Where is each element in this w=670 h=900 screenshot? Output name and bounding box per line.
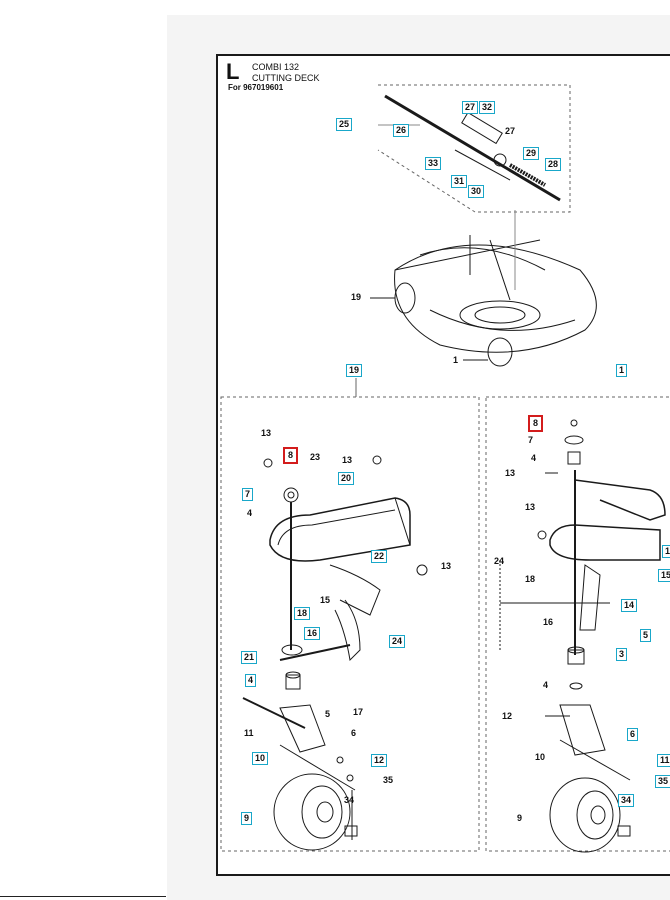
callout-11: 11: [244, 728, 254, 738]
top-detail-box: [377, 84, 571, 213]
callout-26: 26: [393, 124, 410, 137]
section-letter: L: [226, 59, 240, 84]
callout-24: 24: [389, 635, 406, 648]
callout-19: 19: [351, 292, 362, 302]
callout-22: 22: [371, 550, 388, 563]
callout-28: 28: [545, 158, 562, 171]
callout-4r: 4: [531, 453, 537, 463]
callout-18r: 18: [525, 574, 536, 584]
callout-6: 6: [351, 728, 357, 738]
callout-24r: 24: [494, 556, 505, 566]
callout-27b: 27: [505, 126, 516, 136]
callout-27: 27: [462, 101, 479, 114]
callout-7: 7: [242, 488, 254, 501]
callout-13c: 13: [441, 561, 452, 571]
callout-18: 18: [294, 607, 311, 620]
callout-13: 13: [261, 428, 272, 438]
model-name: COMBI 132: [252, 62, 300, 72]
right-detail-box: [485, 396, 670, 852]
callout-13r-b: 13: [525, 502, 536, 512]
page-divider: [0, 896, 166, 897]
left-margin: [0, 0, 167, 900]
callout-6r: 6: [627, 728, 639, 741]
left-detail-box: [220, 396, 480, 852]
callout-29: 29: [523, 147, 540, 160]
left-caster-assembly: [242, 455, 428, 851]
callout-15r: 15: [658, 569, 670, 582]
cutting-deck-drawing: [370, 210, 597, 367]
callout-8-highlighted: 8: [283, 447, 299, 464]
callout-20: 20: [338, 472, 355, 485]
callout-33: 33: [425, 157, 442, 170]
callout-9r: 9: [517, 813, 523, 823]
callout-11r: 11: [657, 754, 670, 767]
callout-3r: 3: [616, 648, 628, 661]
callout-7r: 7: [528, 435, 534, 445]
callout-5: 5: [325, 709, 331, 719]
callout-14r: 14: [621, 599, 638, 612]
callout-15: 15: [320, 595, 331, 605]
callout-34r: 34: [618, 794, 635, 807]
callout-13b: 13: [342, 455, 353, 465]
callout-10r: 10: [535, 752, 546, 762]
callout-17: 17: [353, 707, 364, 717]
callout-1-link: 1: [616, 364, 628, 377]
lift-rod-assembly: [378, 94, 561, 202]
section-title: CUTTING DECK: [252, 73, 320, 83]
callout-4: 4: [247, 508, 253, 518]
callout-1r: 1: [662, 545, 670, 558]
callout-32: 32: [479, 101, 496, 114]
callout-23: 23: [310, 452, 321, 462]
callout-13r: 13: [505, 468, 516, 478]
callout-12r: 12: [502, 711, 513, 721]
callout-4b: 4: [245, 674, 257, 687]
callout-16r: 16: [543, 617, 554, 627]
callout-35r: 35: [655, 775, 670, 788]
callout-31: 31: [451, 175, 468, 188]
callout-34: 34: [344, 795, 355, 805]
callout-30: 30: [468, 185, 485, 198]
callout-8r-highlighted: 8: [528, 415, 544, 432]
callout-25: 25: [336, 118, 353, 131]
callout-35: 35: [383, 775, 394, 785]
diagram-frame: [216, 54, 670, 876]
right-caster-assembly: [499, 419, 666, 853]
serial-line: For 967019601: [228, 83, 284, 92]
callout-16: 16: [304, 627, 321, 640]
callout-21: 21: [241, 651, 258, 664]
callout-4r-b: 4: [543, 680, 549, 690]
callout-1: 1: [453, 355, 459, 365]
callout-19-link: 19: [346, 364, 363, 377]
callout-9: 9: [241, 812, 253, 825]
callout-10: 10: [252, 752, 269, 765]
callout-5r: 5: [640, 629, 652, 642]
callout-12: 12: [371, 754, 388, 767]
